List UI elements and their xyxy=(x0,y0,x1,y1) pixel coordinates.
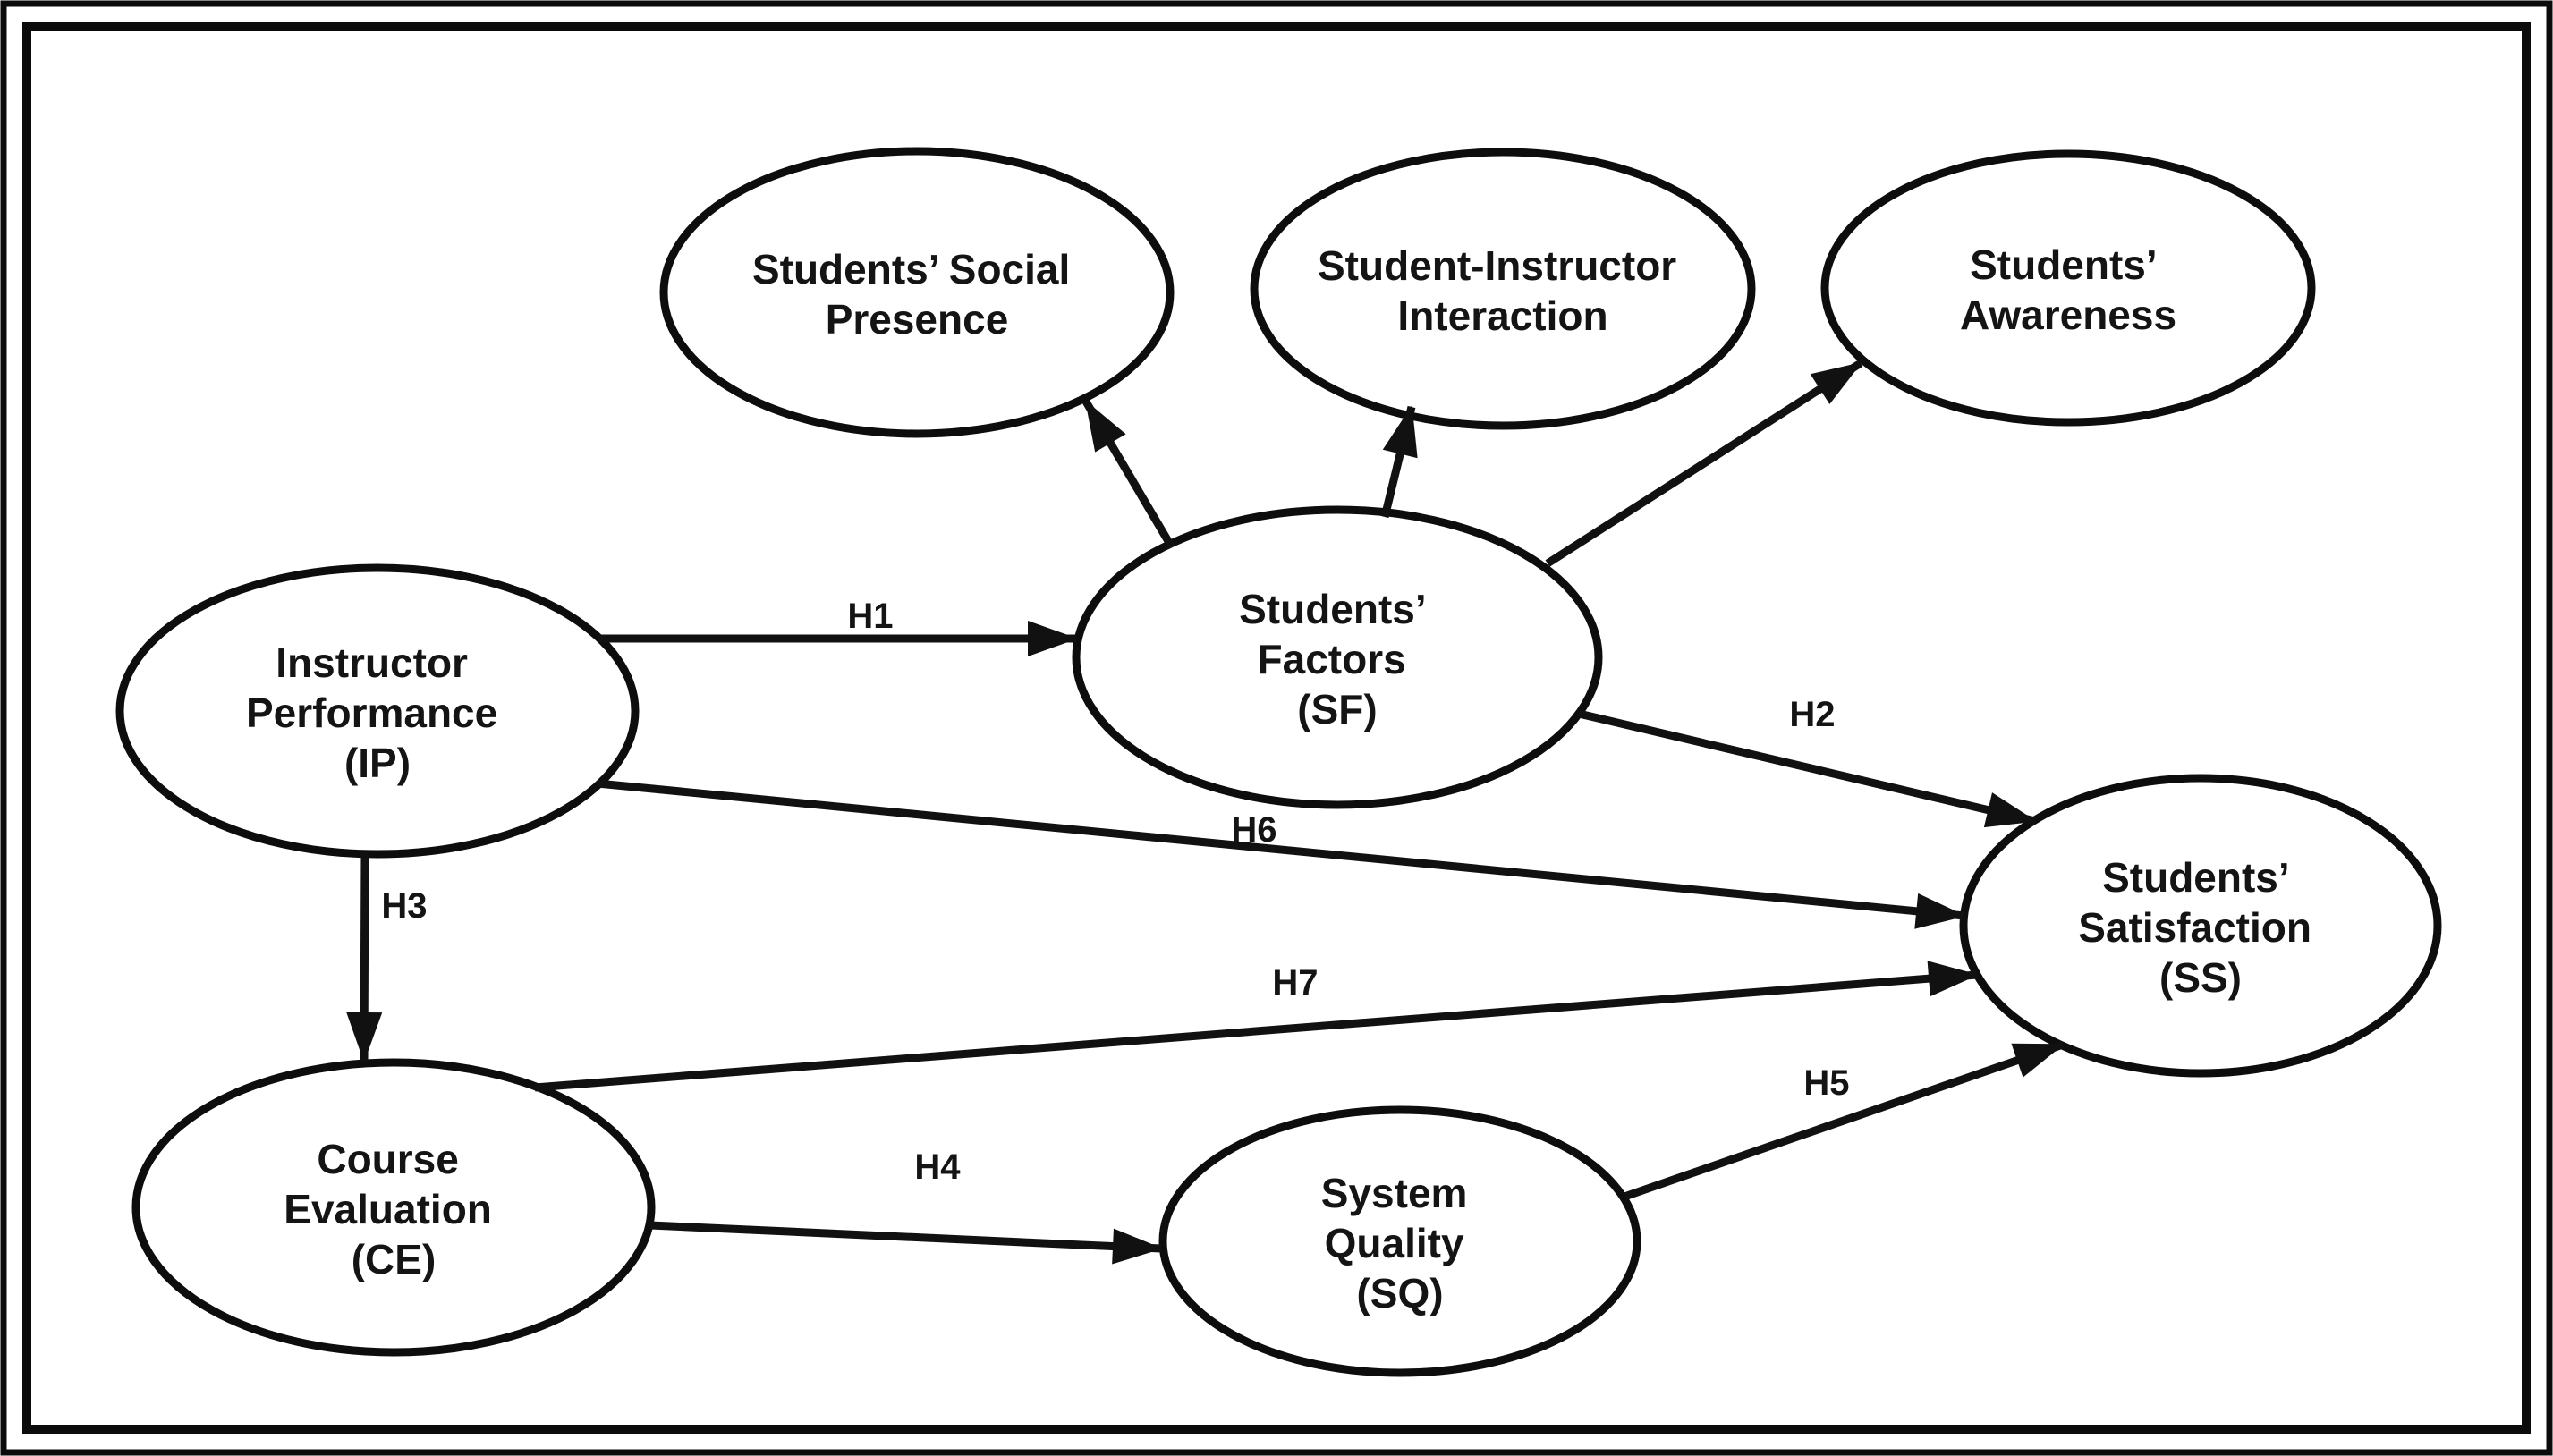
node-students-awareness: Students’ Awareness xyxy=(1820,149,2316,427)
student-instructor-interaction-label: Student-Instructor Interaction xyxy=(1318,242,1688,339)
node-instructor-performance: Instructor Performance (IP) xyxy=(115,563,640,859)
sf-sa-arrow xyxy=(1545,360,1863,567)
system-quality-label: System Quality (SQ) xyxy=(1321,1170,1479,1316)
students-awareness-ellipse xyxy=(1820,149,2316,427)
student-instructor-interaction-ellipse xyxy=(1250,148,1756,430)
sf-ssp-arrow xyxy=(1082,399,1175,550)
node-system-quality: System Quality (SQ) xyxy=(1158,1105,1641,1377)
inner-frame xyxy=(22,22,2531,1434)
edge-sf-to-students-awareness xyxy=(1545,360,1863,567)
sf-sii-arrow xyxy=(1380,405,1418,519)
node-course-evaluation: Course Evaluation (CE) xyxy=(131,1058,656,1357)
edge-h6-ip-to-ss: H6 xyxy=(597,779,1966,929)
students-awareness-label: Students’ Awareness xyxy=(1960,241,2176,338)
system-quality-ellipse xyxy=(1158,1105,1641,1377)
students-satisfaction-label: Students’ Satisfaction (SS) xyxy=(2078,854,2323,1001)
edge-h2-sf-to-ss: H2 xyxy=(1577,695,2037,828)
edge-h4-ce-to-sq: H4 xyxy=(649,1147,1163,1265)
instructor-performance-label: Instructor Performance (IP) xyxy=(246,639,509,786)
h5-arrow xyxy=(1623,1040,2065,1201)
students-factors-ellipse xyxy=(1072,505,1603,809)
node-students-factors: Students’ Factors (SF) xyxy=(1072,505,1603,809)
h1-label: H1 xyxy=(847,597,893,636)
h6-label: H6 xyxy=(1231,810,1276,850)
h4-label: H4 xyxy=(914,1147,961,1187)
edge-h5-sq-to-ss: H5 xyxy=(1623,1040,2065,1201)
h2-arrow xyxy=(1577,709,2037,828)
h3-label: H3 xyxy=(381,886,427,926)
students-social-presence-ellipse xyxy=(659,147,1175,438)
h2-label: H2 xyxy=(1789,695,1835,734)
edge-sf-to-student-instructor-interaction xyxy=(1380,405,1418,519)
h6-arrow xyxy=(597,779,1966,929)
node-students-satisfaction: Students’ Satisfaction (SS) xyxy=(1959,774,2442,1078)
edge-h3-ip-to-ce: H3 xyxy=(346,851,428,1062)
h7-label: H7 xyxy=(1272,963,1318,1003)
edge-sf-to-students-social-presence xyxy=(1082,399,1175,550)
node-students-social-presence: Students’ Social Presence xyxy=(659,147,1175,438)
node-student-instructor-interaction: Student-Instructor Interaction xyxy=(1250,148,1756,430)
h3-arrow xyxy=(346,851,383,1062)
h5-label: H5 xyxy=(1803,1063,1849,1103)
instructor-performance-ellipse xyxy=(115,563,640,859)
students-factors-label: Students’ Factors (SF) xyxy=(1239,586,1436,732)
h4-arrow xyxy=(649,1221,1163,1265)
h7-arrow xyxy=(534,961,1979,1092)
edge-h1-ip-to-sf: H1 xyxy=(598,597,1078,656)
edge-h7-ce-to-ss: H7 xyxy=(534,961,1979,1092)
students-social-presence-label: Students’ Social Presence xyxy=(752,246,1081,343)
course-evaluation-ellipse xyxy=(131,1058,656,1357)
course-evaluation-label: Course Evaluation (CE) xyxy=(284,1136,503,1282)
